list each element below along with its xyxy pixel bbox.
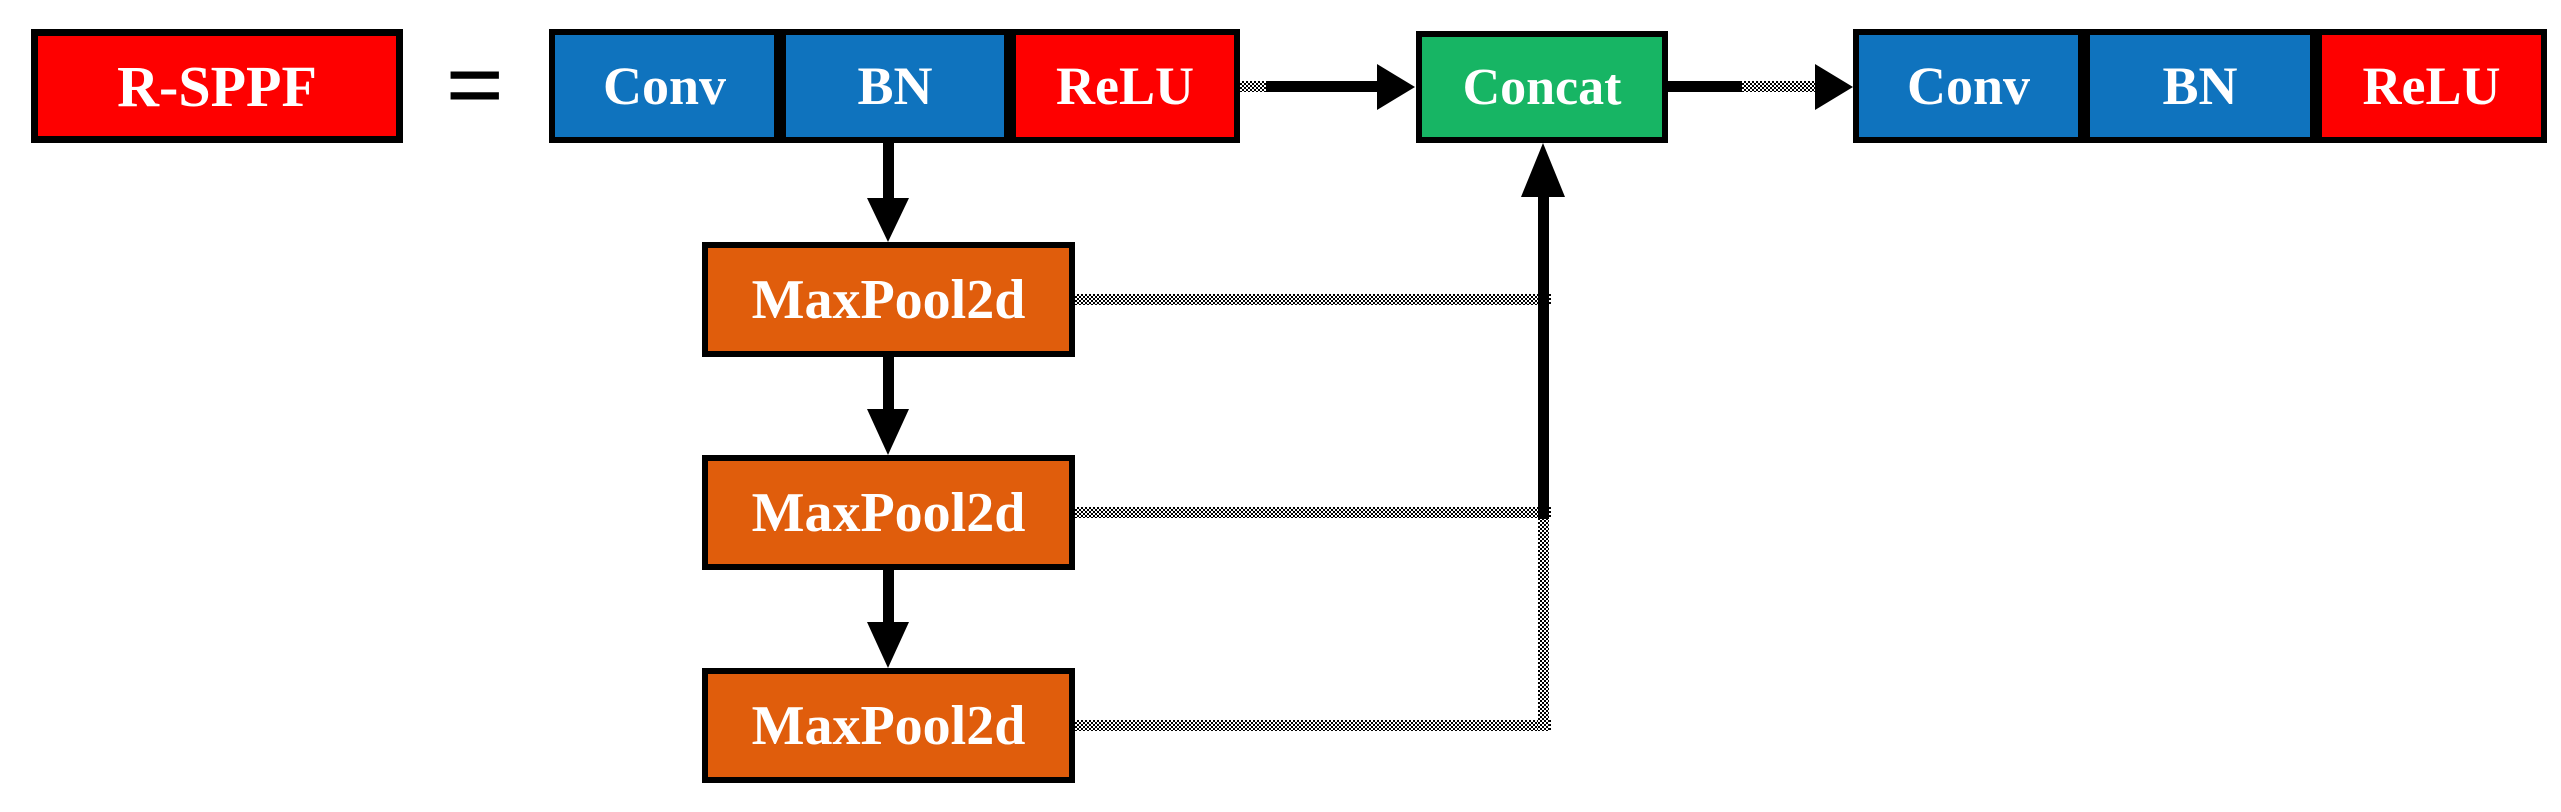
concat-label: Concat (1462, 58, 1622, 116)
relu1-label: ReLU (1056, 56, 1194, 116)
maxpool3-box: MaxPool2d (702, 668, 1075, 783)
relu1-box: ReLU (1010, 29, 1240, 143)
conv2-label: Conv (1906, 56, 2031, 116)
arrow-right-icon (1815, 64, 1853, 110)
arrow-shaft (883, 143, 894, 198)
arrow-shaft (1538, 195, 1549, 519)
maxpool2-label: MaxPool2d (751, 481, 1026, 544)
skip-line-maxpool1 (1075, 294, 1551, 305)
arrow-shaft (883, 357, 894, 409)
rsppf-box: R-SPPF (31, 29, 403, 143)
equals-sign: = (445, 27, 505, 143)
arrow-up-icon (1521, 143, 1565, 197)
conv2-box: Conv (1853, 29, 2084, 143)
arrow-right-icon (1377, 64, 1415, 110)
maxpool2-box: MaxPool2d (702, 455, 1075, 570)
arrow-stipple-tail (1240, 81, 1270, 92)
bn2-box: BN (2084, 29, 2316, 143)
arrow-shaft (1266, 81, 1377, 92)
maxpool3-label: MaxPool2d (751, 694, 1026, 757)
relu2-label: ReLU (2362, 56, 2501, 116)
bn1-label: BN (857, 56, 933, 116)
conv1-label: Conv (602, 56, 727, 116)
maxpool1-label: MaxPool2d (751, 268, 1026, 331)
skip-line-maxpool2 (1075, 507, 1551, 518)
skip-line-maxpool3 (1075, 720, 1551, 731)
concat-box: Concat (1416, 31, 1668, 143)
arrow-shaft (1668, 81, 1815, 92)
bn1-box: BN (780, 29, 1010, 143)
rsppf-label: R-SPPF (117, 53, 317, 119)
arrow-down-icon (867, 198, 909, 242)
conv1-box: Conv (549, 29, 780, 143)
arrow-shaft (883, 570, 894, 622)
maxpool1-box: MaxPool2d (702, 242, 1075, 357)
relu2-box: ReLU (2316, 29, 2547, 143)
bn2-label: BN (2162, 56, 2238, 116)
skip-riser-stippled (1538, 512, 1549, 731)
arrow-down-icon (867, 409, 909, 455)
arrow-down-icon (867, 622, 909, 668)
arrow-stipple-segment (1742, 81, 1815, 92)
